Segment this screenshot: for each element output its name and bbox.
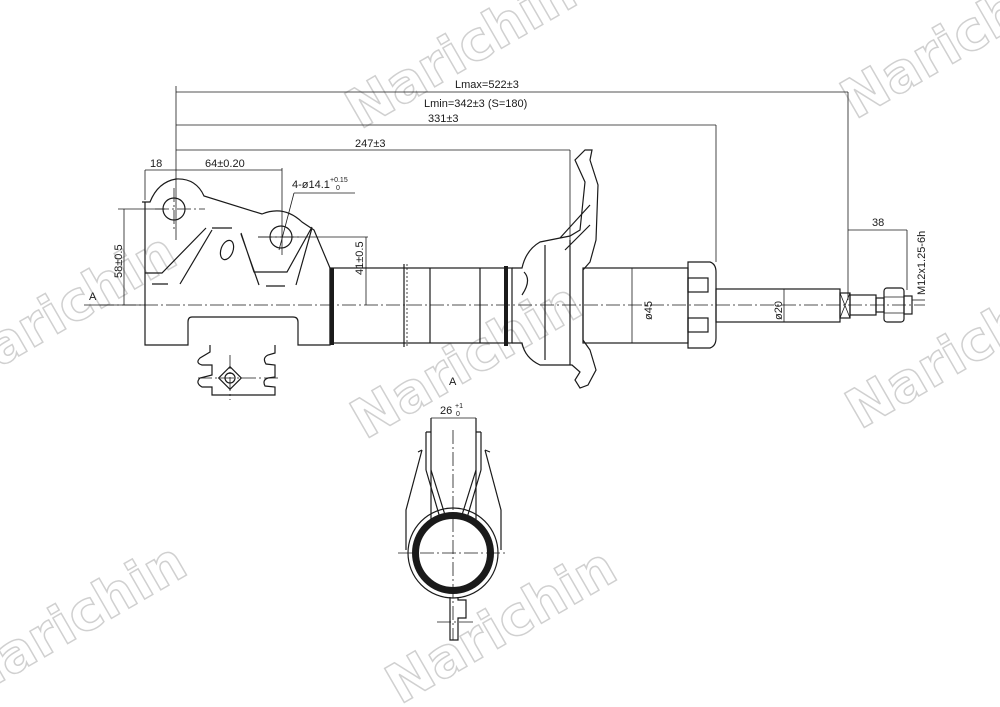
watermark-text: Narichin <box>0 530 197 707</box>
w26-tol-lower: 0 <box>456 411 460 418</box>
lmin-label: Lmin=342±3 (S=180) <box>424 98 527 110</box>
d38-label: 38 <box>872 217 884 229</box>
section-marker-label: A <box>89 291 97 303</box>
thread-label: M12x1.25-6h <box>916 231 928 295</box>
lmax-label: Lmax=522±3 <box>455 79 519 91</box>
d18-label: 18 <box>150 158 162 170</box>
watermark-text: Narichin <box>0 220 187 402</box>
h41-label: 41±0.5 <box>354 241 366 275</box>
knuckle-bracket <box>142 178 331 400</box>
w26-label: 26 <box>440 405 452 417</box>
watermark-text: Narichin <box>340 270 592 452</box>
watermark-text: Narichin <box>830 0 1000 131</box>
hole-tol-upper: +0.15 <box>330 177 348 184</box>
bracket-dimensions: 18 64±0.20 4-ø14.1 +0.15 0 58±0.5 41±0.5 <box>113 158 368 305</box>
view-a: A 26 +1 0 <box>398 376 508 641</box>
length-dimensions: Lmax=522±3 Lmin=342±3 (S=180) 331±3 247±… <box>175 79 849 330</box>
l331-label: 331±3 <box>428 113 459 125</box>
dia45-label: ø45 <box>643 301 655 320</box>
hole-spec-label: 4-ø14.1 <box>292 179 330 191</box>
hole-tol-lower: 0 <box>336 185 340 192</box>
outer-tube <box>329 264 513 347</box>
l247-label: 247±3 <box>355 138 386 150</box>
dia20-label: ø20 <box>773 301 785 320</box>
piston-rod: ø20 38 M12x1.25-6h <box>715 217 928 323</box>
w26-tol-upper: +1 <box>455 403 463 410</box>
upper-cylinder: ø45 <box>582 261 717 349</box>
d64-label: 64±0.20 <box>205 158 245 170</box>
view-a-title: A <box>449 376 457 388</box>
watermark-text: Narichin <box>335 0 587 141</box>
spring-seat <box>512 149 599 389</box>
h58-label: 58±0.5 <box>113 244 125 278</box>
